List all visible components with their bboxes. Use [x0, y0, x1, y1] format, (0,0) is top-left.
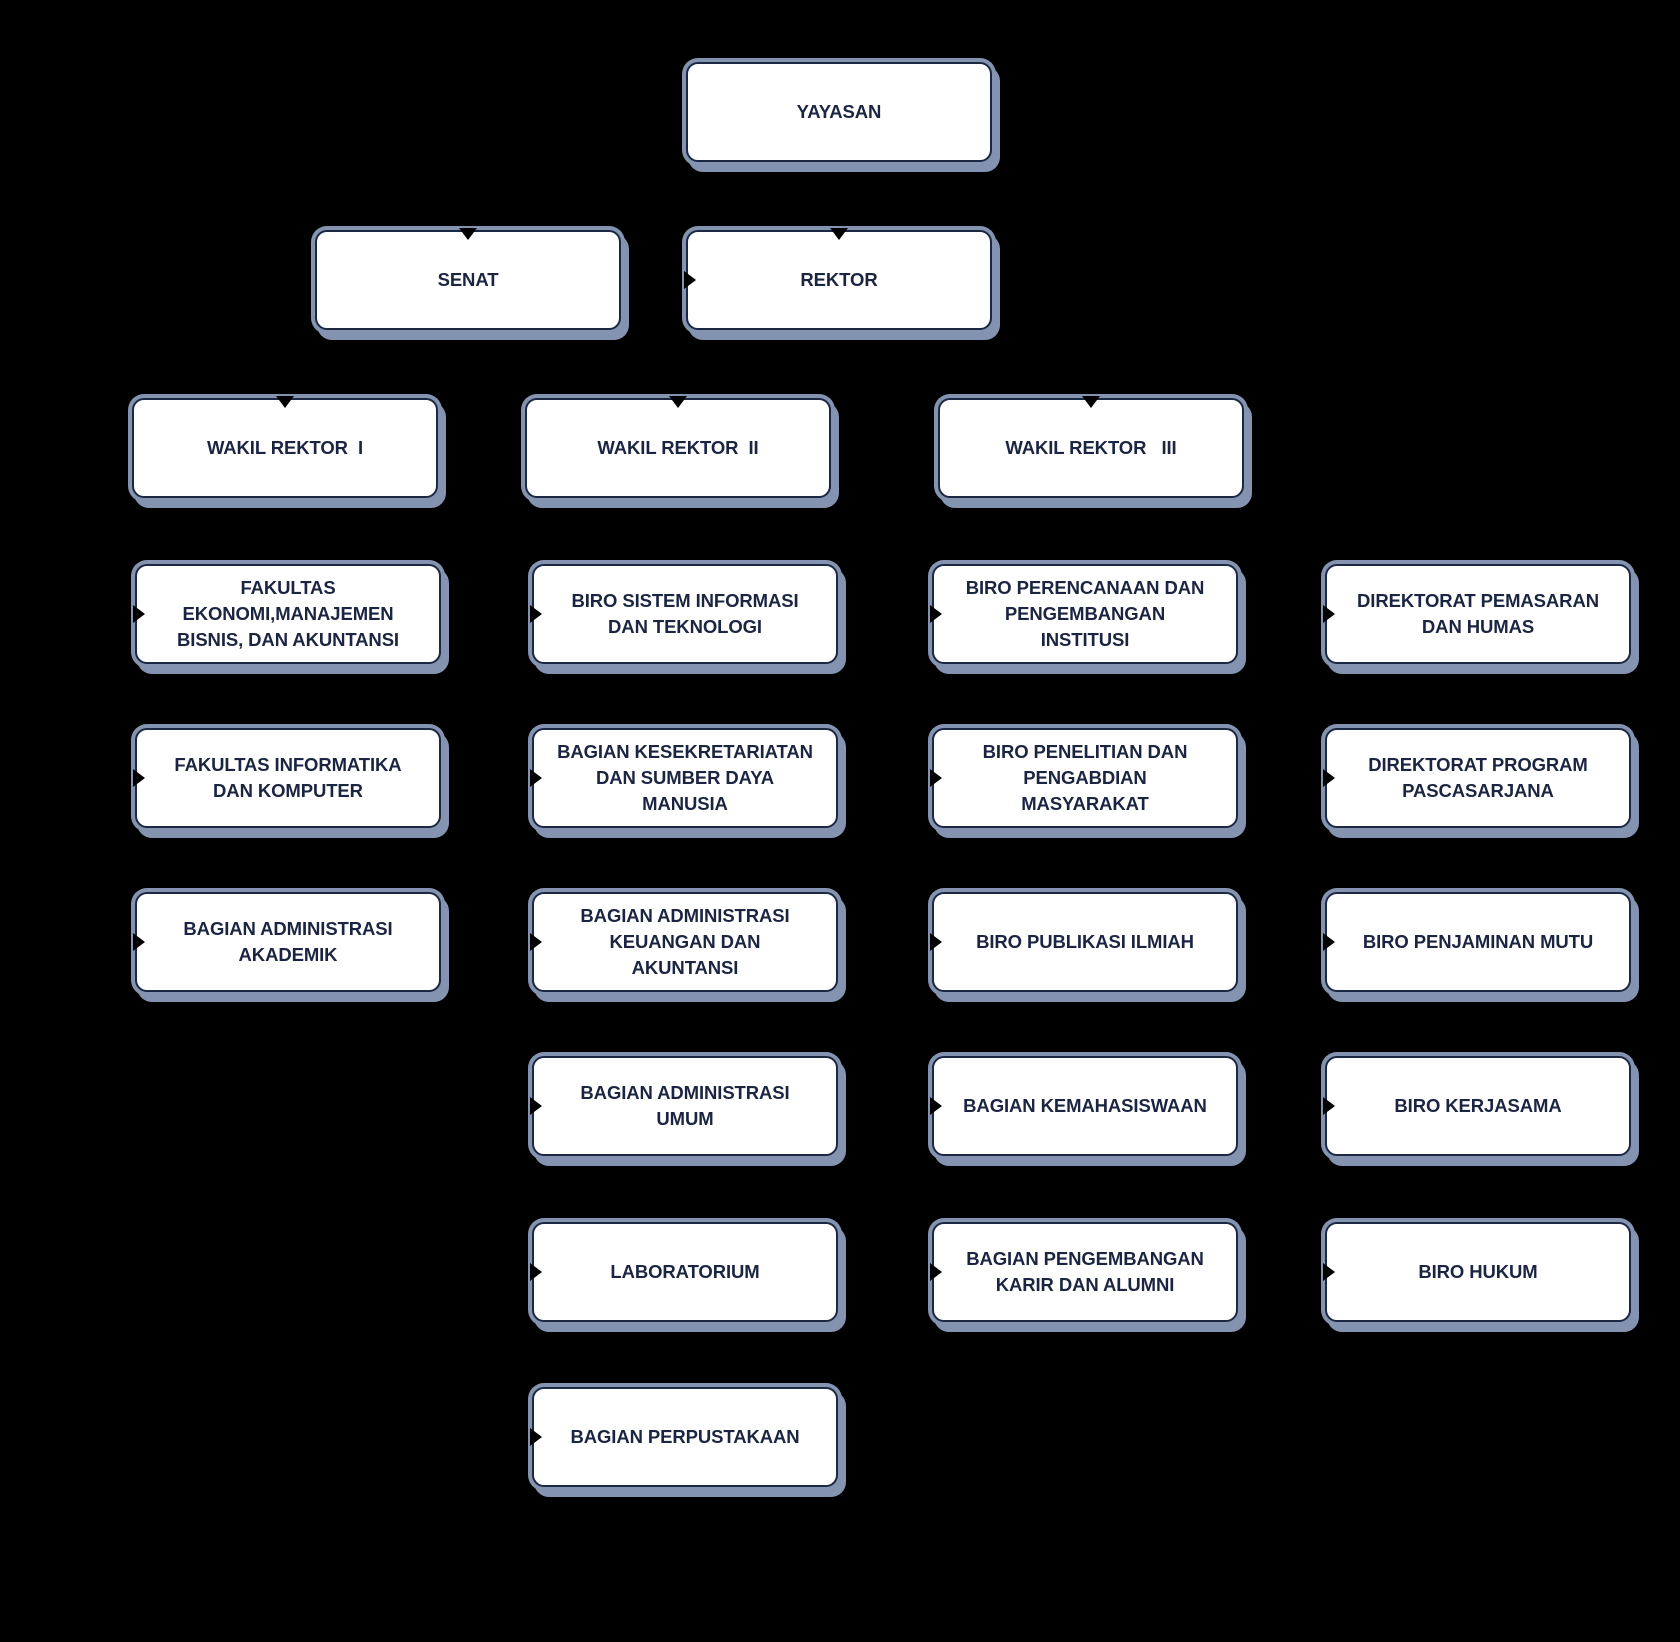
org-node-label: BIRO SISTEM INFORMASI DAN TEKNOLOGI	[571, 590, 799, 637]
org-node-wakil-rektor-3: WAKIL REKTOR III	[938, 396, 1244, 498]
org-node-biro-sistem-informasi: BIRO SISTEM INFORMASI DAN TEKNOLOGI	[530, 564, 838, 664]
org-node-label: BAGIAN ADMINISTRASI KEUANGAN DAN AKUNTAN…	[580, 905, 790, 978]
connector-arrowhead-icon	[930, 605, 942, 623]
org-node-label: BIRO KERJASAMA	[1394, 1095, 1562, 1116]
org-node-biro-kerjasama: BIRO KERJASAMA	[1323, 1056, 1631, 1156]
org-node-label: SENAT	[437, 269, 499, 290]
org-node-bagian-adm-akademik: BAGIAN ADMINISTRASI AKADEMIK	[133, 892, 441, 992]
connector-arrowhead-icon	[530, 1428, 542, 1446]
org-node-label: WAKIL REKTOR III	[1005, 437, 1177, 458]
org-node-fakultas-ekonomi: FAKULTAS EKONOMI,MANAJEMEN BISNIS, DAN A…	[133, 564, 441, 664]
connector-arrowhead-icon	[684, 271, 696, 289]
org-node-label: BAGIAN ADMINISTRASI AKADEMIK	[183, 918, 393, 965]
org-node-laboratorium: LABORATORIUM	[530, 1222, 838, 1322]
org-node-bagian-adm-umum: BAGIAN ADMINISTRASI UMUM	[530, 1056, 838, 1156]
org-node-senat: SENAT	[315, 228, 621, 330]
org-node-label: BIRO HUKUM	[1418, 1261, 1538, 1282]
org-node-wakil-rektor-1: WAKIL REKTOR I	[132, 396, 438, 498]
org-node-biro-publikasi-ilmiah: BIRO PUBLIKASI ILMIAH	[930, 892, 1238, 992]
connector-arrowhead-icon	[459, 228, 477, 240]
org-node-biro-penelitian: BIRO PENELITIAN DAN PENGABDIAN MASYARAKA…	[930, 728, 1238, 828]
connector-arrowhead-icon	[530, 769, 542, 787]
org-node-label: FAKULTAS INFORMATIKA DAN KOMPUTER	[174, 754, 402, 801]
org-node-label: BIRO PENELITIAN DAN PENGABDIAN MASYARAKA…	[982, 741, 1188, 814]
org-node-label: LABORATORIUM	[610, 1261, 760, 1282]
connector-arrowhead-icon	[930, 1097, 942, 1115]
connector-arrowhead-icon	[1323, 1263, 1335, 1281]
connector-arrowhead-icon	[530, 1263, 542, 1281]
connector-arrowhead-icon	[830, 228, 848, 240]
org-node-biro-hukum: BIRO HUKUM	[1323, 1222, 1631, 1322]
connector-arrowhead-icon	[530, 605, 542, 623]
org-node-bagian-adm-keuangan: BAGIAN ADMINISTRASI KEUANGAN DAN AKUNTAN…	[530, 892, 838, 992]
connector-arrowhead-icon	[133, 605, 145, 623]
org-node-biro-penjaminan-mutu: BIRO PENJAMINAN MUTU	[1323, 892, 1631, 992]
connector-arrowhead-icon	[930, 1263, 942, 1281]
org-node-label: BAGIAN PENGEMBANGAN KARIR DAN ALUMNI	[966, 1248, 1204, 1295]
org-node-rektor: REKTOR	[684, 228, 992, 330]
connector-arrowhead-icon	[133, 933, 145, 951]
org-node-label: BIRO PUBLIKASI ILMIAH	[976, 931, 1194, 952]
connector-arrowhead-icon	[530, 933, 542, 951]
org-node-direktorat-pemasaran: DIREKTORAT PEMASARAN DAN HUMAS	[1323, 564, 1631, 664]
org-node-wakil-rektor-2: WAKIL REKTOR II	[525, 396, 831, 498]
org-node-label: DIREKTORAT PEMASARAN DAN HUMAS	[1357, 590, 1599, 637]
org-node-label: BAGIAN PERPUSTAKAAN	[570, 1426, 800, 1447]
org-node-direktorat-pascasarjana: DIREKTORAT PROGRAM PASCASARJANA	[1323, 728, 1631, 828]
org-node-label: REKTOR	[800, 269, 878, 290]
org-node-bagian-pengembangan-karir: BAGIAN PENGEMBANGAN KARIR DAN ALUMNI	[930, 1222, 1238, 1322]
org-node-label: BAGIAN KESEKRETARIATAN DAN SUMBER DAYA M…	[557, 741, 813, 814]
org-node-label: YAYASAN	[796, 101, 882, 122]
org-node-fakultas-informatika: FAKULTAS INFORMATIKA DAN KOMPUTER	[133, 728, 441, 828]
connector-arrowhead-icon	[1323, 933, 1335, 951]
connector-arrowhead-icon	[1323, 605, 1335, 623]
org-node-label: BIRO PENJAMINAN MUTU	[1362, 931, 1594, 952]
org-node-label: WAKIL REKTOR I	[206, 437, 364, 458]
org-node-bagian-kemahasiswaan: BAGIAN KEMAHASISWAAN	[930, 1056, 1238, 1156]
org-node-biro-perencanaan: BIRO PERENCANAAN DAN PENGEMBANGAN INSTIT…	[930, 564, 1238, 664]
org-node-label: BAGIAN ADMINISTRASI UMUM	[580, 1082, 790, 1129]
connector-arrowhead-icon	[276, 396, 294, 408]
connector-arrowhead-icon	[930, 933, 942, 951]
connector-arrowhead-icon	[669, 396, 687, 408]
org-node-yayasan: YAYASAN	[686, 62, 992, 162]
connector-arrowhead-icon	[133, 769, 145, 787]
org-node-label: DIREKTORAT PROGRAM PASCASARJANA	[1368, 754, 1588, 801]
connector-arrowhead-icon	[1082, 396, 1100, 408]
org-node-label: BIRO PERENCANAAN DAN PENGEMBANGAN INSTIT…	[965, 577, 1205, 650]
org-node-label: WAKIL REKTOR II	[597, 437, 759, 458]
connector-arrowhead-icon	[1323, 769, 1335, 787]
connector-arrowhead-icon	[1323, 1097, 1335, 1115]
connector-arrowhead-icon	[930, 769, 942, 787]
org-node-bagian-kesekretariatan: BAGIAN KESEKRETARIATAN DAN SUMBER DAYA M…	[530, 728, 838, 828]
org-node-bagian-perpustakaan: BAGIAN PERPUSTAKAAN	[530, 1387, 838, 1487]
connector-arrowhead-icon	[530, 1097, 542, 1115]
org-node-label: FAKULTAS EKONOMI,MANAJEMEN BISNIS, DAN A…	[177, 577, 399, 650]
org-node-label: BAGIAN KEMAHASISWAAN	[963, 1095, 1207, 1116]
